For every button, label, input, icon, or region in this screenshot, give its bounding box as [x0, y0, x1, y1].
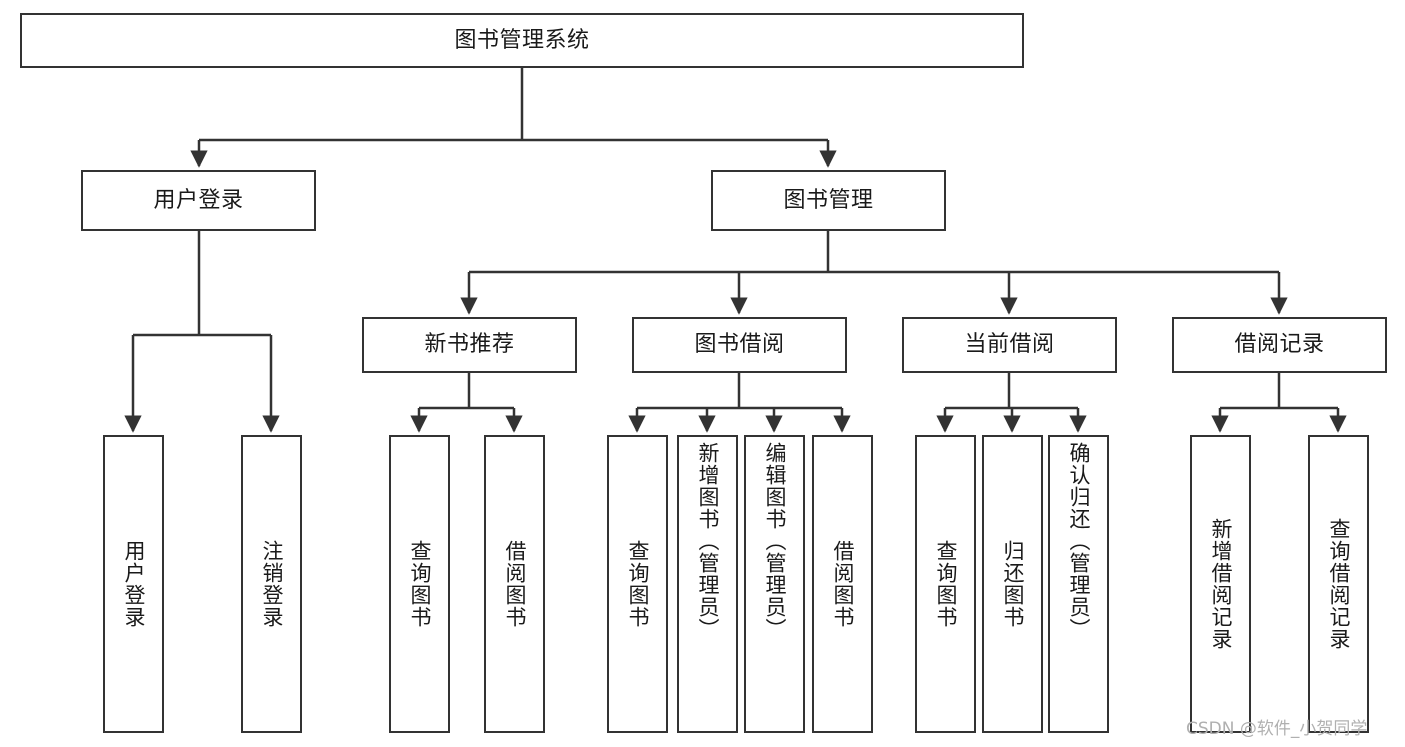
- node-user-login[interactable]: 用户登录: [81, 170, 316, 231]
- leaf-confirm-return-admin-label: 确认归还（管理员）: [1067, 442, 1091, 640]
- leaf-borrow-books-borrow[interactable]: 借阅图书: [812, 435, 873, 733]
- node-new-book-recommend-label: 新书推荐: [424, 332, 515, 358]
- node-book-management[interactable]: 图书管理: [711, 170, 946, 231]
- leaf-add-book-admin-label: 新增图书（管理员）: [696, 442, 720, 640]
- node-user-login-label: 用户登录: [153, 187, 244, 213]
- leaf-user-login[interactable]: 用户登录: [103, 435, 164, 733]
- node-borrow-records[interactable]: 借阅记录: [1172, 317, 1387, 373]
- leaf-user-login-label: 用户登录: [122, 540, 146, 628]
- leaf-query-books-borrow[interactable]: 查询图书: [607, 435, 668, 733]
- leaf-return-books[interactable]: 归还图书: [982, 435, 1043, 733]
- node-current-borrow[interactable]: 当前借阅: [902, 317, 1117, 373]
- leaf-add-borrow-record[interactable]: 新增借阅记录: [1190, 435, 1251, 733]
- leaf-borrow-books-borrow-label: 借阅图书: [831, 540, 855, 628]
- node-book-borrow[interactable]: 图书借阅: [632, 317, 847, 373]
- leaf-query-borrow-record-label: 查询借阅记录: [1327, 518, 1351, 650]
- leaf-borrow-books-recommend-label: 借阅图书: [503, 540, 527, 628]
- leaf-query-books-current-label: 查询图书: [934, 540, 958, 628]
- node-root-label: 图书管理系统: [454, 27, 590, 53]
- leaf-query-books-recommend[interactable]: 查询图书: [389, 435, 450, 733]
- node-root[interactable]: 图书管理系统: [20, 13, 1024, 68]
- leaf-logout-label: 注销登录: [260, 540, 284, 628]
- leaf-add-borrow-record-label: 新增借阅记录: [1209, 518, 1233, 650]
- leaf-logout[interactable]: 注销登录: [241, 435, 302, 733]
- leaf-edit-book-admin[interactable]: 编辑图书（管理员）: [744, 435, 805, 733]
- leaf-borrow-books-recommend[interactable]: 借阅图书: [484, 435, 545, 733]
- node-book-borrow-label: 图书借阅: [694, 332, 785, 358]
- node-borrow-records-label: 借阅记录: [1234, 332, 1325, 358]
- leaf-return-books-label: 归还图书: [1001, 540, 1025, 628]
- leaf-query-books-recommend-label: 查询图书: [408, 540, 432, 628]
- leaf-query-books-borrow-label: 查询图书: [626, 540, 650, 628]
- leaf-confirm-return-admin[interactable]: 确认归还（管理员）: [1048, 435, 1109, 733]
- leaf-query-borrow-record[interactable]: 查询借阅记录: [1308, 435, 1369, 733]
- node-new-book-recommend[interactable]: 新书推荐: [362, 317, 577, 373]
- watermark-text: CSDN @软件_小贺同学: [1186, 719, 1368, 739]
- leaf-query-books-current[interactable]: 查询图书: [915, 435, 976, 733]
- leaf-add-book-admin[interactable]: 新增图书（管理员）: [677, 435, 738, 733]
- node-current-borrow-label: 当前借阅: [964, 332, 1055, 358]
- leaf-edit-book-admin-label: 编辑图书（管理员）: [763, 442, 787, 640]
- node-book-management-label: 图书管理: [783, 187, 874, 213]
